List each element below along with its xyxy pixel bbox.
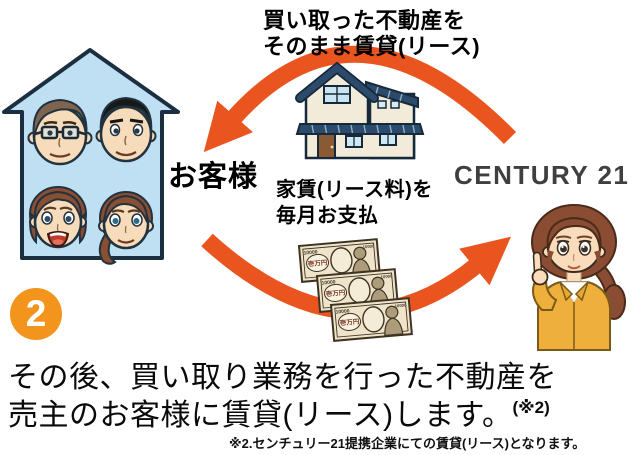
customer-label: お客様	[168, 161, 259, 193]
footnote: ※2.センチュリー21提携企業にての賃貸(リース)となります。	[229, 436, 586, 451]
step-badge-number: 2	[25, 293, 47, 334]
lease-flow-label: 買い取った不動産を そのまま賃貸(リース)	[263, 8, 480, 60]
mother-face	[29, 186, 87, 249]
customer-family-icon	[2, 48, 180, 265]
banknotes-icon	[298, 238, 413, 342]
house-icon	[295, 61, 425, 160]
father-face	[27, 98, 93, 166]
payment-flow-label: 家賃(リース料)を 毎月お支払	[276, 177, 433, 229]
payment-flow-label-line1: 家賃(リース料)を	[276, 179, 433, 201]
step-badge: 2	[10, 288, 62, 340]
daughter-face	[98, 191, 154, 265]
lease-flow-label-line2: そのまま賃貸(リース)	[263, 34, 481, 59]
payment-flow-label-line2: 毎月お支払	[276, 205, 379, 227]
lease-flow-label-line1: 買い取った不動産を	[263, 8, 466, 33]
son-face	[95, 96, 157, 163]
lease-arrow-icon	[203, 45, 517, 153]
agent-icon	[531, 204, 626, 351]
caption-note-ref: (※2)	[512, 398, 550, 417]
caption-line1: その後、買い取り業務を行った不動産を	[8, 361, 557, 394]
company-label: CENTURY 21	[454, 160, 630, 190]
caption-line2: 売主のお客様に賃貸(リース)します。(※2)	[8, 390, 550, 434]
caption-line2-text: 売主のお客様に賃貸(リース)します。	[8, 399, 513, 432]
